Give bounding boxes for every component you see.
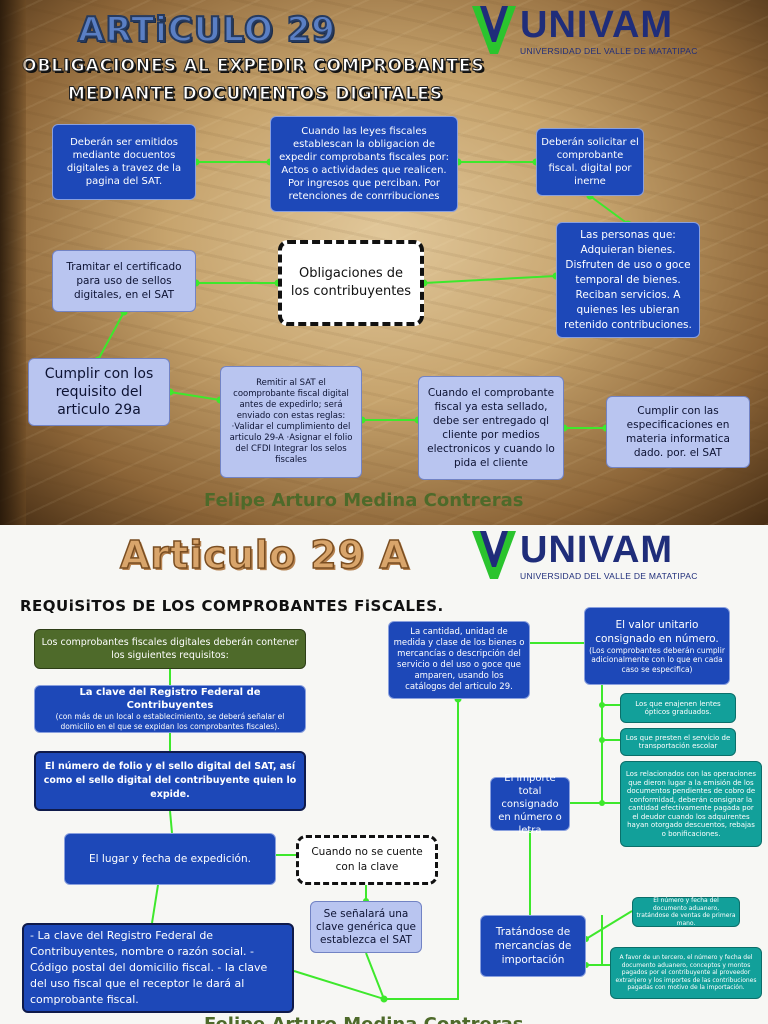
box-no-key: Cuando no se cuente con la clave (296, 835, 438, 885)
box-third-party: A favor de un tercero, el número y fecha… (610, 947, 762, 999)
top-subtitle-line2: MEDIANTE DOCUMENTOS DiGiTALES (67, 84, 444, 105)
bottom-title: Articulo 29 A (119, 532, 410, 578)
box-unit-value: El valor unitario consignado en número. … (584, 607, 730, 685)
bottom-logo-name: UNIVAM (520, 529, 674, 571)
bottom-panel: Articulo 29 A UNIVAM UNIVERSIDAD DEL VAL… (0, 525, 768, 1024)
box-rfc-note: (con más de un local o establecimiento, … (55, 712, 285, 731)
box-receiver-list: - La clave del Registro Federal de Contr… (22, 923, 294, 1013)
center-obligations-box: Obligaciones de los contribuyentes (278, 240, 424, 326)
box-sat-page: Deberán ser emitidos mediante docuentos … (52, 124, 196, 200)
box-rfc: La clave del Registro Federal de Contrib… (34, 685, 306, 733)
box-certificate: Tramitar el certificado para uso de sell… (52, 250, 196, 312)
top-logo-name: UNIVAM (520, 4, 674, 46)
univam-v-logo-icon (472, 531, 516, 579)
box-generic-key: Se señalará una clave genérica que estab… (310, 901, 422, 953)
box-total-amount: El importe total consignado en número o … (490, 773, 570, 836)
box-lenses: Los que enajenen lentes ópticos graduado… (620, 693, 736, 723)
top-logo: UNIVAM UNIVERSIDAD DEL VALLE DE MATATIPA… (472, 6, 698, 56)
box-remit-sat: Remitir al SAT el coomprobante fiscal di… (220, 366, 362, 478)
box-import-goods: Tratándose de mercancías de importación (480, 915, 586, 977)
top-signature: Felipe Arturo Medina Contreras (204, 490, 524, 511)
box-delivered-client: Cuando el comprobante fiscal ya esta sel… (418, 376, 564, 480)
box-unit-value-title: El valor unitario consignado en número. (595, 618, 719, 645)
bottom-logo: UNIVAM UNIVERSIDAD DEL VALLE DE MATATIPA… (472, 531, 698, 581)
box-rfc-title: La clave del Registro Federal de Contrib… (79, 687, 261, 711)
box-fiscal-laws: Cuando las leyes fiscales establescan la… (270, 116, 458, 212)
top-logo-sub: UNIVERSIDAD DEL VALLE DE MATATIPAC (520, 46, 698, 56)
box-related-operations: Los relacionados con las operaciones que… (620, 761, 762, 847)
box-customs-document: El número y fecha del documento aduanero… (632, 897, 740, 927)
box-folio-seal: El número de folio y el sello digital de… (34, 751, 306, 811)
box-persons: Las personas que: Adquieran bienes. Disf… (556, 222, 700, 338)
box-quantity-description: La cantidad, unidad de medida y clase de… (388, 621, 530, 699)
univam-v-logo-icon (472, 6, 516, 54)
bottom-subtitle: REQUiSiTOS DE LOS COMPROBANTES FiSCALES. (20, 597, 444, 615)
box-it-specs: Cumplir con las especificaciones en mate… (606, 396, 750, 468)
box-place-date: El lugar y fecha de expedición. (64, 833, 276, 885)
box-school-transport: Los que presten el servicio de transport… (620, 728, 736, 756)
top-title: ARTiCULO 29 (77, 9, 336, 51)
top-panel: ARTiCULO 29 OBLiGACiONES AL EXPEDiR COMP… (0, 0, 768, 525)
box-intro: Los comprobantes fiscales digitales debe… (34, 629, 306, 669)
top-subtitle-line1: OBLiGACiONES AL EXPEDiR COMPROBANTES (22, 56, 485, 77)
box-requirements-29a: Cumplir con los requisito del articulo 2… (28, 358, 170, 426)
bottom-signature: Felipe Arturo Medina Contreras (204, 1014, 523, 1024)
box-unit-value-note: (Los comprobantes deberán cumplir adicio… (589, 645, 725, 674)
box-request-receipt: Deberán solicitar el comprobante fiscal.… (536, 128, 644, 196)
bottom-logo-sub: UNIVERSIDAD DEL VALLE DE MATATIPAC (520, 571, 698, 581)
